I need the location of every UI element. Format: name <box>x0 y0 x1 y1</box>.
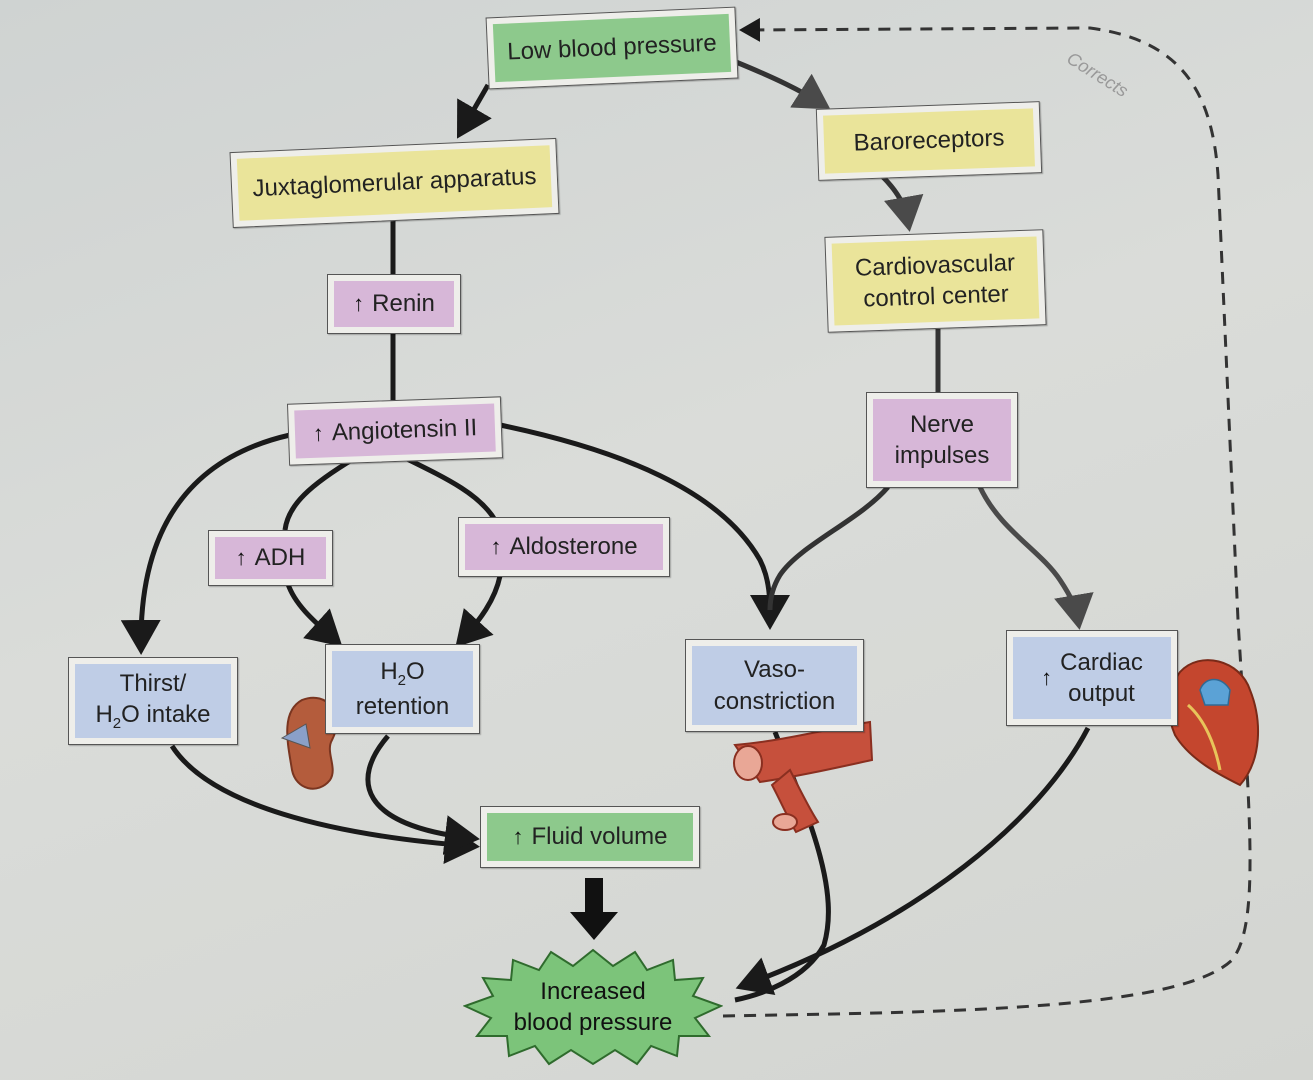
node-juxtaglomerular-apparatus: Juxtaglomerular apparatus <box>229 137 560 229</box>
nerve-line1: Nerve <box>909 410 974 438</box>
node-cardiac-output: ↑ Cardiac output <box>1006 630 1178 726</box>
cardiac-line2: output <box>1068 680 1135 707</box>
node-jga-label: Juxtaglomerular apparatus <box>251 163 538 203</box>
node-angiotensin-label: Angiotensin II <box>331 414 478 447</box>
increase-arrow-icon: ↑ <box>1041 664 1053 690</box>
node-renin-label: Renin <box>372 290 435 318</box>
burst-shape <box>463 948 723 1066</box>
node-thirst-h2o-intake: Thirst/H2O intake <box>68 657 238 745</box>
arrow-angiotensin-to-thirst <box>120 432 291 655</box>
increased-line2: blood pressure <box>513 1009 673 1036</box>
node-increased-blood-pressure: Increased blood pressure <box>463 948 723 1066</box>
line-angiotensin-to-adh <box>282 455 357 531</box>
corrects-feedback-line <box>722 17 1252 1018</box>
node-nerve-impulses: Nerve impulses <box>866 392 1018 488</box>
arrow-lowbp-to-jga <box>456 83 492 139</box>
node-fluid-label: Fluid volume <box>531 823 668 851</box>
node-vaso-label: Vaso-constriction <box>714 654 835 716</box>
cv-line2: control center <box>862 280 1010 313</box>
h2o-h: H <box>380 658 398 686</box>
node-adh: ↑ ADH <box>208 530 333 586</box>
node-aldosterone: ↑ Aldosterone <box>458 517 670 577</box>
arrow-angiotensin-to-vaso <box>499 422 790 630</box>
arrow-lowbp-to-baroreceptors <box>735 59 831 110</box>
vaso-line1: Vaso- <box>744 656 805 684</box>
node-fluid-volume: ↑ Fluid volume <box>480 806 700 868</box>
node-renin: ↑ Renin <box>327 274 461 334</box>
heart-illustration <box>1168 659 1259 787</box>
blood-vessel-illustration <box>733 720 874 834</box>
node-low-blood-pressure-label: Low blood pressure <box>506 29 718 66</box>
arrow-cardiac-to-increased <box>735 726 1091 996</box>
thirst-h: H <box>95 701 113 729</box>
increased-line1: Increased <box>540 977 646 1005</box>
node-baroreceptors-label: Baroreceptors <box>853 124 1005 158</box>
node-nerve-label: Nerve impulses <box>895 409 990 471</box>
node-angiotensin-ii: ↑Angiotensin II <box>286 396 504 466</box>
line-nerve-to-vaso <box>767 485 890 611</box>
increase-arrow-icon: ↑ <box>512 823 524 849</box>
increase-arrow-icon: ↑ <box>235 544 247 570</box>
vaso-line2: constriction <box>713 687 836 715</box>
h2o-sub: 2 <box>397 672 406 690</box>
arrow-fluid-to-increased <box>570 878 618 940</box>
h2o-post: O <box>406 658 425 686</box>
node-thirst-label: Thirst/H2O intake <box>95 668 210 733</box>
line-angiotensin-to-aldosterone <box>403 455 498 522</box>
arrow-adh-to-h2o <box>285 583 343 647</box>
thirst-line1: Thirst/ <box>119 670 187 698</box>
h2o-retention-word: retention <box>355 692 450 720</box>
cv-line1: Cardiovascular <box>854 249 1016 282</box>
node-increased-label: Increased blood pressure <box>514 976 673 1038</box>
arrow-baro-to-cv <box>880 174 924 232</box>
node-baroreceptors: Baroreceptors <box>815 101 1043 181</box>
node-cardiac-label: Cardiac output <box>1060 647 1143 709</box>
thirst-sub: 2 <box>112 715 122 733</box>
increase-arrow-icon: ↑ <box>490 533 502 559</box>
nerve-line2: impulses <box>894 442 990 469</box>
increase-arrow-icon: ↑ <box>312 420 325 446</box>
cardiac-line1: Cardiac <box>1060 648 1143 676</box>
node-low-blood-pressure: Low blood pressure <box>485 6 739 90</box>
thirst-post: O intake <box>121 701 211 729</box>
arrow-h2o-to-fluid <box>365 734 480 855</box>
arrow-aldo-to-h2o <box>455 575 503 648</box>
arrow-thirst-to-fluid <box>169 744 480 864</box>
node-vasoconstriction: Vaso-constriction <box>685 639 864 732</box>
increase-arrow-icon: ↑ <box>353 290 365 316</box>
node-adh-label: ADH <box>254 544 306 572</box>
node-aldosterone-label: Aldosterone <box>509 533 638 561</box>
arrow-nerve-to-cardiac <box>977 485 1094 630</box>
